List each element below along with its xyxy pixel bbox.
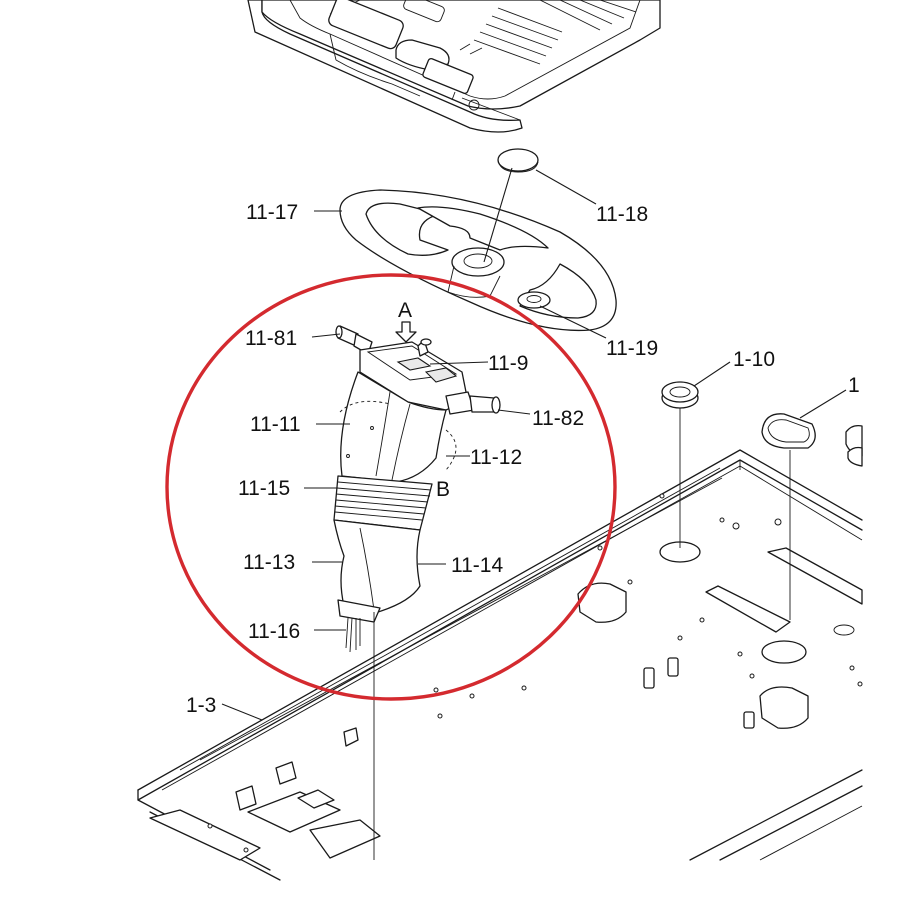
callout-11-19: 11-19 bbox=[606, 337, 658, 360]
callout-11-18: 11-18 bbox=[596, 203, 648, 226]
callout-11-13: 11-13 bbox=[243, 551, 295, 574]
callout-1-10: 1-10 bbox=[733, 348, 775, 371]
callout-11-81: 11-81 bbox=[245, 327, 297, 350]
callout-11-16: 11-16 bbox=[248, 620, 300, 643]
callout-B: B bbox=[436, 478, 450, 501]
horn-cap bbox=[497, 148, 539, 173]
callout-1-3: 1-3 bbox=[186, 694, 216, 717]
callout-11-82: 11-82 bbox=[532, 407, 584, 430]
callout-11-9: 11-9 bbox=[488, 352, 528, 375]
callout-11-12: 11-12 bbox=[470, 446, 522, 469]
callout-11-14: 11-14 bbox=[451, 554, 503, 577]
callout-11-17: 11-17 bbox=[246, 201, 298, 224]
callout-1-partial: 1 bbox=[848, 374, 860, 397]
leader-lines bbox=[221, 169, 847, 721]
floor-mat bbox=[247, 0, 661, 133]
steering-wheel bbox=[339, 189, 617, 332]
callout-11-15: 11-15 bbox=[238, 477, 290, 500]
callout-A: A bbox=[398, 299, 412, 322]
cab-floor-plate bbox=[137, 381, 863, 881]
highlight-circle bbox=[165, 273, 617, 701]
steering-column bbox=[333, 325, 501, 653]
callout-11-11: 11-11 bbox=[250, 413, 301, 436]
callout-labels: 11-17 11-18 11-19 11-81 A 11-9 11-82 11-… bbox=[186, 201, 860, 717]
